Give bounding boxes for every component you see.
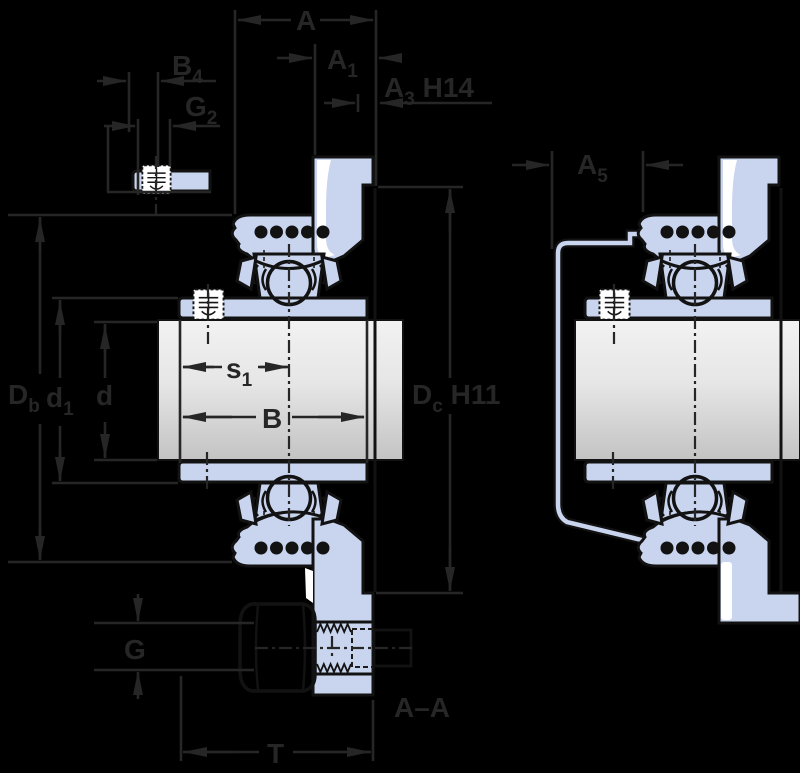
dim-Db: Db (8, 213, 232, 564)
dim-Dc: Dc H11 (376, 185, 500, 595)
dim-T: T (179, 676, 375, 769)
left-upper-ring-dashes (263, 250, 315, 270)
left-upper-seal-left (235, 254, 258, 292)
dim-d1: d1 (46, 296, 178, 485)
left-sleeve-top (177, 296, 369, 320)
right-upper-seal-left (641, 254, 664, 292)
right-upper-bolt-holes (660, 225, 736, 239)
label-B4: B4 (172, 50, 203, 88)
dim-d: d (94, 320, 157, 462)
dim-s1: s1 (182, 353, 289, 391)
dim-G: G (94, 594, 254, 699)
hex-bolt-head (238, 602, 317, 693)
left-lower-flingers (251, 490, 327, 517)
dim-A3: A3 H14 (324, 72, 492, 112)
left-lower-seal-left (235, 489, 258, 527)
thread-zigzag-bottom (316, 661, 352, 675)
label-T: T (267, 738, 284, 769)
left-lower-seal-right (320, 489, 343, 527)
left-upper-seal-right (320, 254, 343, 292)
label-A1: A1 (327, 44, 358, 82)
label-s1: s1 (226, 353, 253, 391)
dim-A5: A5 (512, 149, 683, 249)
right-upper-seal-right (726, 254, 749, 292)
label-d: d (96, 380, 113, 411)
end-cover (553, 229, 652, 547)
label-G: G (124, 634, 146, 665)
left-lower-bolt-holes (254, 541, 330, 555)
thread-zigzag-top (316, 621, 352, 635)
right-lower-flange-highlight (721, 562, 732, 620)
right-lower-seal-right (726, 489, 749, 527)
label-B: B (262, 403, 282, 434)
left-upper-bolt-holes (254, 225, 330, 239)
left-upper-flingers (251, 264, 327, 291)
label-section-AA: A–A (394, 692, 450, 723)
dim-A1: A1 (277, 44, 402, 155)
label-A3-H14: A3 H14 (384, 72, 474, 110)
label-G2: G2 (185, 91, 217, 129)
right-upper-ring-dashes (669, 250, 721, 270)
right-upper-flingers (657, 264, 733, 291)
left-shaft (157, 319, 404, 461)
inner-ring-detail-inset (131, 164, 212, 195)
label-Db: Db (8, 379, 40, 417)
right-sleeve-top (583, 296, 774, 320)
label-A: A (296, 5, 316, 36)
right-shaft (574, 319, 800, 461)
dimensions: A A1 A3 H14 A5 B4 (8, 5, 683, 769)
left-lower-flange-highlight (305, 568, 313, 603)
right-lower-seal-left (641, 489, 664, 527)
centerlines (154, 156, 697, 660)
dim-A: A (233, 5, 378, 214)
dim-G2: G2 (104, 91, 220, 195)
label-Dc-H11: Dc H11 (412, 379, 500, 417)
label-d1: d1 (46, 382, 74, 420)
right-bearing-unit (553, 155, 800, 625)
right-lower-flingers (657, 490, 733, 517)
dim-B: B (178, 320, 369, 463)
label-A5: A5 (577, 149, 608, 187)
right-lower-bolt-holes (660, 541, 736, 555)
right-sleeve-bottom (583, 460, 774, 484)
